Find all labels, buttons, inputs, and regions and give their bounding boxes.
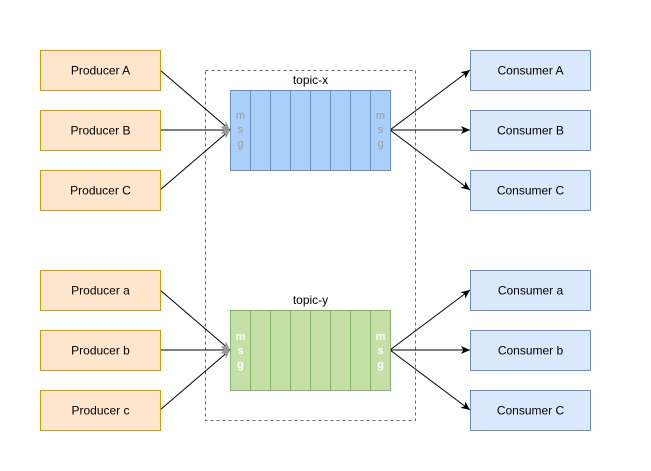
consumer-arrows bbox=[389, 69, 471, 411]
producer-b-lower-label: Producer b bbox=[71, 344, 130, 358]
producer-b-label: Producer B bbox=[70, 124, 130, 138]
topic-x-msg-right-char: g bbox=[377, 138, 383, 150]
arrow-producer-c-lower bbox=[159, 349, 231, 411]
producer-b[interactable]: Producer B bbox=[40, 110, 161, 151]
topic-x-title: topic-x bbox=[293, 73, 328, 87]
producer-a-lower-label: Producer a bbox=[71, 284, 130, 298]
arrow-consumer-a bbox=[389, 69, 471, 131]
topic-x-msg-right-char: m bbox=[376, 110, 385, 122]
consumer-b-label: Consumer B bbox=[497, 124, 564, 138]
producer-arrows bbox=[159, 69, 231, 411]
consumer-a-label: Consumer A bbox=[497, 64, 563, 78]
topic-y-msg-left-char: m bbox=[236, 331, 246, 343]
consumer-c-lower[interactable]: Consumer C bbox=[470, 390, 591, 431]
consumer-b-lower[interactable]: Consumer b bbox=[470, 330, 591, 371]
consumer-c-label: Consumer C bbox=[497, 184, 565, 198]
consumer-a-lower-label: Consumer a bbox=[498, 284, 564, 298]
arrow-producer-a bbox=[159, 69, 231, 131]
consumer-a-lower[interactable]: Consumer a bbox=[470, 270, 591, 311]
arrow-producer-a-lower bbox=[159, 289, 231, 351]
consumer-a[interactable]: Consumer A bbox=[470, 50, 591, 91]
arrow-consumer-c-lower bbox=[389, 349, 471, 411]
consumer-c-lower-label: Consumer C bbox=[497, 404, 565, 418]
topic-y-msg-right-char: m bbox=[376, 331, 386, 343]
producer-c[interactable]: Producer C bbox=[40, 170, 161, 211]
producer-a[interactable]: Producer A bbox=[40, 50, 161, 91]
topic-y-msg-right-char: g bbox=[377, 359, 384, 371]
producer-c-label: Producer C bbox=[70, 184, 131, 198]
arrow-producer-c bbox=[159, 129, 231, 191]
broker-container bbox=[205, 70, 416, 421]
producer-c-lower-label: Producer c bbox=[71, 404, 129, 418]
consumer-b[interactable]: Consumer B bbox=[470, 110, 591, 151]
consumer-c[interactable]: Consumer C bbox=[470, 170, 591, 211]
topic-x-msg-left-char: g bbox=[237, 138, 243, 150]
topic-x-msg-right-char: s bbox=[378, 124, 384, 136]
producer-a-lower[interactable]: Producer a bbox=[40, 270, 161, 311]
topic-y-title: topic-y bbox=[293, 293, 328, 307]
topic-y-queue[interactable]: m s g m s g bbox=[230, 310, 391, 391]
producer-c-lower[interactable]: Producer c bbox=[40, 390, 161, 431]
topic-x-queue[interactable]: m s g m s g bbox=[230, 90, 391, 171]
arrow-consumer-c bbox=[389, 129, 471, 191]
topic-x-msg-left-char: m bbox=[236, 110, 245, 122]
topic-y-msg-left-char: s bbox=[237, 345, 243, 357]
consumer-b-lower-label: Consumer b bbox=[498, 344, 564, 358]
topic-x-msg-left-char: s bbox=[238, 124, 244, 136]
arrow-consumer-a-lower bbox=[389, 289, 471, 351]
producer-b-lower[interactable]: Producer b bbox=[40, 330, 161, 371]
producer-a-label: Producer A bbox=[71, 64, 130, 78]
topic-y-msg-left-char: g bbox=[237, 359, 244, 371]
topic-y-msg-right-char: s bbox=[377, 345, 383, 357]
